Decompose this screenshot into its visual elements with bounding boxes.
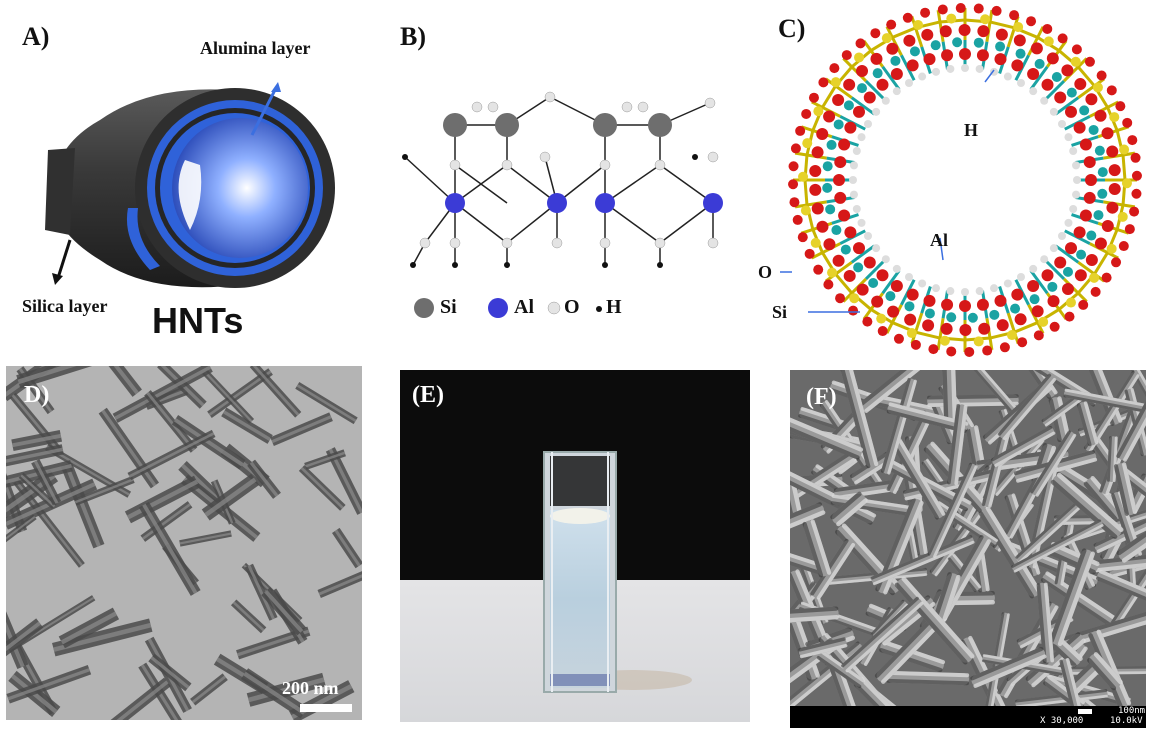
o-atom-label: O — [758, 262, 773, 282]
halloysite-nanotube-illustration — [45, 82, 335, 288]
tem-scale-bar — [300, 704, 352, 712]
panel-b-label: B) — [400, 22, 426, 51]
panel-d-label: D) — [24, 382, 50, 408]
alumina-layer-label: Alumina layer — [200, 38, 311, 58]
o-legend-icon — [547, 301, 561, 315]
panel-a-label: A) — [22, 22, 50, 51]
atom-legend: Si Al O H — [412, 296, 652, 320]
si-legend-label: Si — [440, 296, 457, 318]
al-atom-label: Al — [930, 230, 948, 250]
h-atom-label: H — [964, 120, 979, 140]
panel-e-label: (E) — [412, 382, 444, 408]
h-legend-icon — [596, 306, 602, 312]
cuvette-photo — [400, 370, 750, 722]
silica-layer-label: Silica layer — [22, 296, 108, 316]
sem-voltage: 10.0kV — [1110, 716, 1143, 726]
al-legend-icon — [488, 298, 508, 318]
panel-c-label: C) — [778, 14, 806, 43]
tem-micrograph — [6, 366, 362, 720]
sem-scale-label: 100nm — [1118, 706, 1146, 716]
si-atom-label: Si — [772, 302, 788, 322]
o-legend-label: O — [564, 296, 580, 318]
nanotube-cross-section-diagram — [780, 3, 1142, 357]
al-legend-label: Al — [514, 296, 534, 318]
panel-f-label: (F) — [806, 384, 837, 410]
crystal-structure-diagram — [402, 91, 723, 268]
sem-micrograph — [790, 370, 1146, 728]
tem-scale-label: 200 nm — [282, 678, 339, 698]
si-legend-icon — [414, 298, 434, 318]
hnts-caption: HNTs — [152, 300, 244, 341]
sem-magnification: X 30,000 — [1040, 716, 1084, 726]
h-legend-label: H — [606, 296, 622, 318]
